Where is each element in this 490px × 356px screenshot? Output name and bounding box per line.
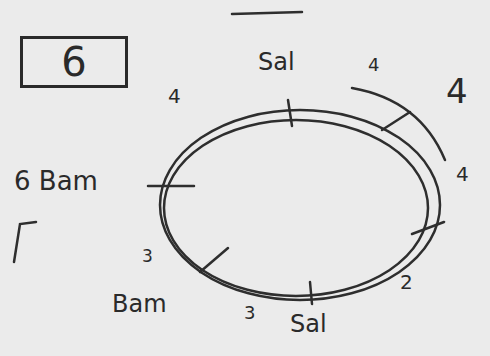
map-label: 4	[368, 56, 379, 74]
map-label: 4	[446, 74, 468, 108]
node-text: 6	[61, 42, 86, 82]
plasmid-circle	[160, 110, 440, 300]
arc-stroke	[352, 88, 445, 160]
map-label: 4	[168, 86, 181, 106]
site-tick	[310, 282, 312, 304]
site-tick	[200, 248, 228, 272]
map-label: 3	[244, 304, 255, 322]
site-tick	[288, 100, 292, 126]
corner-mark	[14, 222, 36, 262]
plasmid-circle-inner	[164, 120, 428, 296]
site-tick	[148, 185, 194, 188]
site-tick	[412, 222, 444, 234]
map-label: 3	[142, 248, 153, 265]
map-label: Bam	[112, 292, 167, 316]
overline	[232, 12, 302, 14]
map-label: 4	[456, 164, 469, 184]
map-label: Sal	[290, 312, 327, 336]
site-tick	[382, 112, 410, 130]
map-label: 6 Bam	[14, 168, 98, 194]
boxed-number: 6	[20, 36, 128, 88]
map-label: 2	[400, 272, 413, 292]
map-label: Sal	[258, 50, 295, 74]
